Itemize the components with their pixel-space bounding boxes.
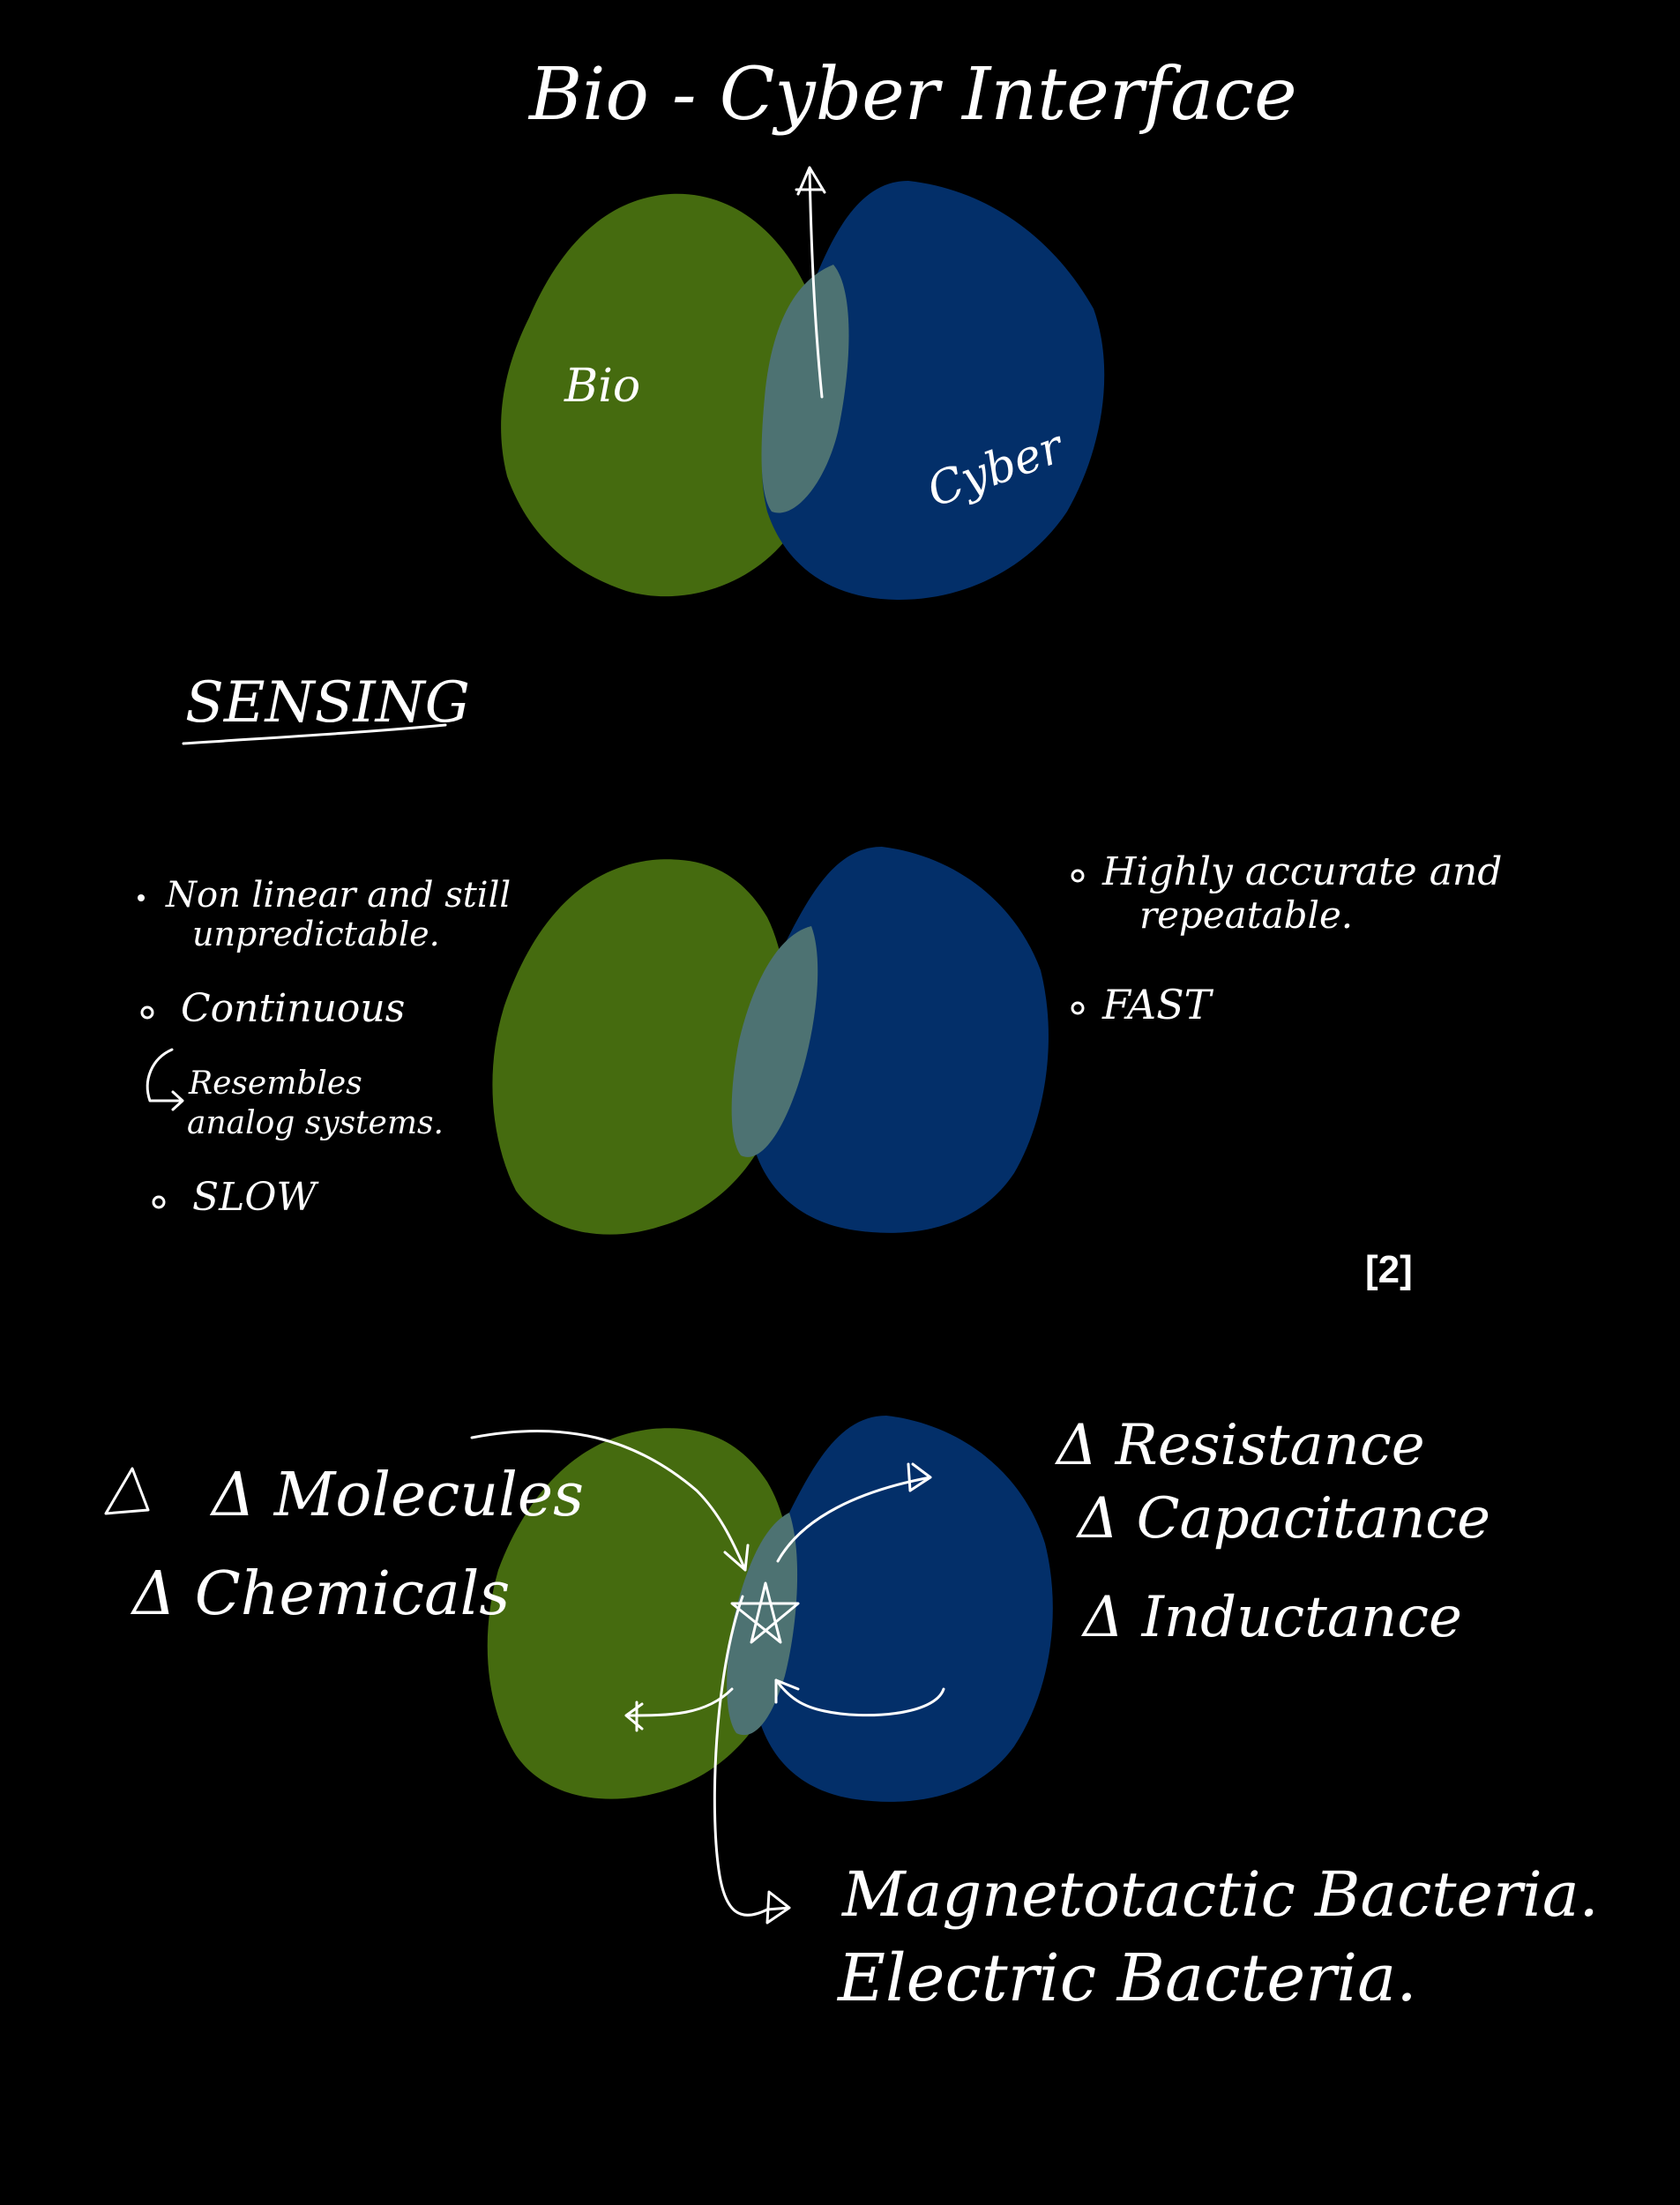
top-venn-diagram: Bio Cyber [501,166,1105,600]
bullet-circle [152,1195,166,1209]
sub-arrow-icon [146,1048,184,1111]
cyber-properties-list: Highly accurate and repeatable. FAST [1071,849,1502,1028]
overlap-blob-bottom [727,1513,798,1736]
section-heading-sensing: SENSING [185,670,470,736]
arrow-interface-to-cyber [776,1462,932,1563]
example-1: Magnetotactic Bacteria. [840,1858,1599,1931]
heading-underline [182,723,447,745]
overlap-blob-top [761,265,849,513]
overlap-blob-middle [731,926,818,1157]
arrow-cyber-to-interface [774,1678,945,1717]
cyber-property-1-line2: repeatable. [1139,893,1353,937]
cyber-change-1: Δ Resistance [1054,1413,1425,1478]
bio-property-3-line2: analog systems. [187,1105,444,1141]
cyber-change-2: Δ Capacitance [1075,1486,1490,1551]
cyber-property-1-line1: Highly accurate and [1101,849,1502,894]
bio-blob-middle [492,859,788,1235]
bullet-circle [1071,869,1085,883]
bio-property-1-line1: Non linear and still [165,875,511,916]
bio-blob-bottom [487,1428,793,1799]
bio-label-top: Bio [564,360,640,413]
delta-icon [104,1467,150,1515]
bio-property-3-line1: Resembles [188,1065,362,1102]
bullet-circle [140,1005,154,1020]
bio-change-1: Δ Molecules [209,1461,584,1530]
bio-properties-list: Non linear and still unpredictable. Cont… [138,875,511,1220]
cyber-property-2-line1: FAST [1101,981,1214,1028]
middle-venn-diagram [492,847,1049,1235]
bio-property-4-line1: SLOW [192,1175,319,1220]
examples-list: Magnetotactic Bacteria. Electric Bacteri… [836,1858,1599,2016]
bullet-circle [1071,1001,1085,1015]
arrow-interface-to-examples [713,1595,791,1925]
star-icon [730,1581,800,1644]
bio-changes-list: Δ Molecules Δ Chemicals [104,1461,584,1629]
cyber-blob-middle [747,847,1049,1233]
cyber-change-3: Δ Inductance [1080,1585,1462,1650]
bio-blob-top [501,193,831,597]
reference-marker: [2] [1365,1248,1413,1291]
arrow-interface-to-bio [624,1687,734,1732]
bio-property-1-line2: unpredictable. [192,915,440,953]
bullet-dot [138,894,145,901]
example-2: Electric Bacteria. [836,1940,1417,2016]
cyber-changes-list: Δ Resistance Δ Capacitance Δ Inductance [1054,1413,1490,1650]
page-title: Bio - Cyber Interface [527,53,1297,137]
arrow-up-icon [795,166,826,399]
arrow-molecules-to-interface [470,1430,750,1572]
bottom-venn-diagram [470,1416,1053,1925]
bio-property-2-line1: Continuous [181,986,405,1031]
bio-change-2: Δ Chemicals [130,1559,510,1629]
cyber-blob-bottom [751,1416,1053,1802]
cyber-blob-top [762,181,1105,600]
